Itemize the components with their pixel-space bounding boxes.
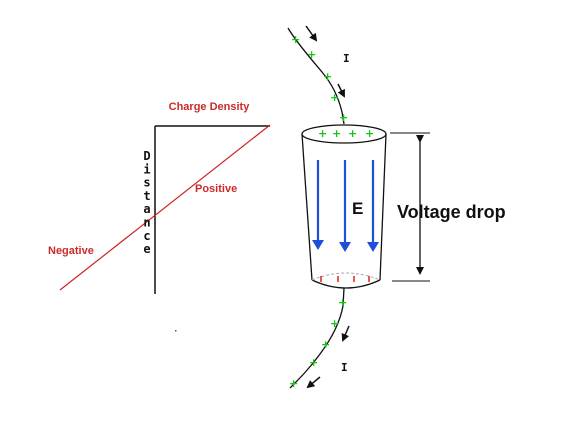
current-arrow-icon bbox=[306, 376, 321, 389]
positive-charge: + bbox=[323, 70, 332, 83]
negative-label: Negative bbox=[48, 245, 94, 257]
positive-charge: + bbox=[289, 377, 298, 390]
current-arrow-icon bbox=[337, 83, 345, 98]
graph-title: Charge Density bbox=[169, 101, 251, 113]
voltage-drop-indicator: Voltage drop bbox=[390, 132, 506, 282]
positive-charge: + bbox=[291, 33, 300, 46]
wire-top: + + + + + I bbox=[287, 25, 350, 125]
electric-field-label: E bbox=[352, 199, 363, 218]
cylinder-bottom-back bbox=[311, 272, 381, 281]
positive-charge: + bbox=[365, 127, 374, 140]
positive-charge: + bbox=[348, 127, 357, 140]
positive-charge: + bbox=[321, 338, 330, 351]
positive-charge: + bbox=[330, 317, 339, 330]
conductor-cylinder: + + + + E bbox=[301, 124, 387, 289]
wire-top-path bbox=[287, 27, 345, 125]
current-arrow-icon bbox=[305, 25, 318, 42]
cylinder-right-side bbox=[379, 133, 387, 281]
positive-label: Positive bbox=[195, 183, 237, 195]
current-symbol-bottom: I bbox=[341, 361, 348, 374]
cylinder-bottom-front bbox=[311, 279, 381, 289]
positive-charge: + bbox=[332, 127, 341, 140]
cylinder-top-face bbox=[301, 124, 387, 144]
charge-density-line bbox=[59, 124, 271, 291]
current-symbol-top: I bbox=[343, 52, 350, 65]
voltage-drop-label: Voltage drop bbox=[397, 202, 506, 222]
current-arrow-icon bbox=[341, 325, 350, 342]
wire-bottom: + + + + + I bbox=[289, 287, 350, 390]
positive-charge: + bbox=[330, 91, 339, 104]
positive-charge: + bbox=[318, 127, 327, 140]
positive-charge: + bbox=[307, 48, 316, 61]
positive-charge: + bbox=[339, 111, 348, 124]
wire-bottom-path bbox=[289, 287, 345, 389]
stray-dot bbox=[175, 330, 177, 332]
positive-charge: + bbox=[309, 356, 318, 369]
positive-charge: + bbox=[338, 296, 347, 309]
cylinder-left-side bbox=[301, 133, 313, 281]
